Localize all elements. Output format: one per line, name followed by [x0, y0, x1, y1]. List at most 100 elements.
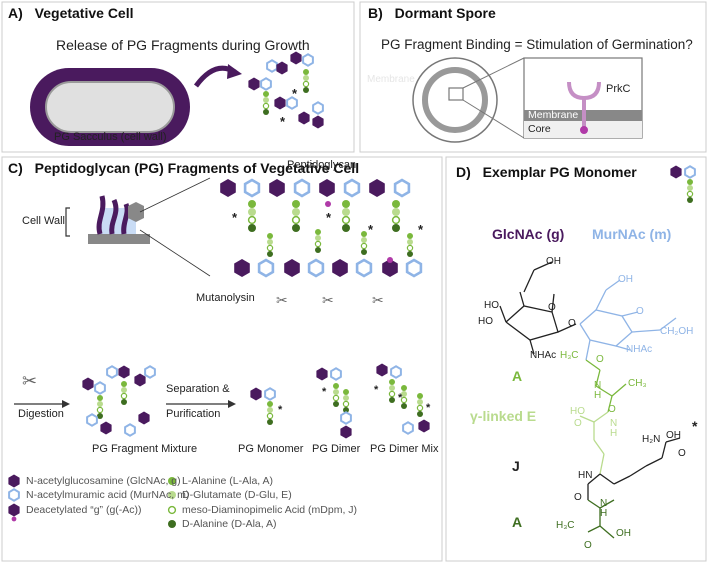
star-marker: *: [426, 402, 431, 414]
membrane-label: Membrane: [528, 109, 579, 121]
svg-text:✂: ✂: [372, 293, 384, 309]
panel-a-subtitle: Release of PG Fragments during Growth: [56, 37, 310, 53]
panel-c-heading: Peptidoglycan (PG) Fragments of Vegetati…: [34, 160, 360, 176]
atom-ch2oh: CH₂OH: [660, 326, 694, 337]
glcnac-label: GlcNAc (g): [492, 226, 565, 242]
legend-l-alanine: L-Alanine (L-Ala, A): [182, 475, 274, 487]
residue-a2-label: A: [512, 514, 523, 530]
legend-deacetylated: Deacetylated “g” (g(-Ac)): [26, 504, 142, 516]
residue-e-label: γ-linked E: [470, 408, 537, 424]
panel-c-border: [1, 156, 443, 562]
murnac-label: MurNAc (m): [592, 226, 672, 242]
atom-h2: H: [610, 428, 618, 439]
atom-ho-e: HO: [570, 406, 585, 417]
pg-monomer-label: PG Monomer: [238, 443, 304, 455]
star-marker: *: [278, 404, 283, 416]
star-marker: *: [374, 384, 379, 396]
legend-glcnac: N-acetylglucosamine (GlcNAc, g): [26, 475, 181, 487]
star-marker: *: [292, 86, 298, 101]
atom-nh3: N: [600, 498, 608, 509]
peptidoglycan-mesh: [220, 178, 423, 278]
star-marker: *: [280, 114, 286, 129]
pg-dimer-mix-glyph: [376, 363, 430, 435]
atom-o-j: O: [678, 448, 686, 459]
legend-murnac: N-acetylmuramic acid (MurNAc, m): [26, 489, 190, 501]
panel-b-border: [359, 1, 707, 153]
fragment-mixture-label: PG Fragment Mixture: [92, 443, 198, 455]
atom-h1: H: [594, 390, 602, 401]
atom-o-link: O: [568, 318, 576, 329]
core-label: Core: [528, 123, 551, 135]
star-marker: *: [326, 210, 332, 225]
atom-ch3: CH₃: [628, 378, 647, 389]
faded-membrane-text: Membrane: [367, 74, 415, 85]
digestion-label: Digestion: [18, 408, 64, 420]
dormant-spore: [412, 57, 643, 143]
residue-j-label: J: [512, 458, 520, 474]
panel-d-border: [445, 156, 707, 562]
pg-dimer-label: PG Dimer: [312, 443, 361, 455]
panel-d-title: D) Exemplar PG Monomer: [456, 164, 637, 180]
atom-o1: O: [596, 354, 604, 365]
svg-text:✂: ✂: [322, 293, 334, 309]
pg-sacculus-label: PG Sacculus (cell wall): [54, 131, 167, 143]
residue-a1-label: A: [512, 368, 523, 384]
atom-oh2: OH: [618, 274, 633, 285]
scissors-icons: ✂ ✂ ✂ ✂: [22, 293, 384, 392]
cell-wall-label: Cell Wall: [22, 215, 65, 227]
star-marker: *: [322, 386, 327, 398]
panel-a-title: A) Vegetative Cell: [8, 5, 134, 21]
separation-label: Separation &: [166, 383, 230, 395]
star-marker: *: [232, 210, 238, 225]
star-marker: *: [418, 222, 424, 237]
legend-glyphs: [8, 474, 177, 528]
peptidoglycan-label: Peptidoglycan: [287, 159, 357, 171]
atom-hn1: HN: [578, 470, 593, 481]
svg-text:✂: ✂: [276, 293, 288, 309]
atom-nh2: N: [610, 418, 618, 429]
atom-nhac1: NHAc: [530, 350, 557, 361]
atom-ho2: HO: [478, 316, 493, 327]
atom-ho1: HO: [484, 300, 499, 311]
atom-oh-a: OH: [616, 528, 631, 539]
fragment-mixture: [82, 365, 156, 437]
atom-o-e: O: [574, 418, 582, 429]
atom-nh1: N: [594, 380, 602, 391]
panel-a-heading: Vegetative Cell: [34, 5, 134, 21]
panel-c-title: C) Peptidoglycan (PG) Fragments of Veget…: [8, 160, 359, 176]
star-marker: *: [692, 418, 698, 434]
pg-monomer-glyph: [250, 387, 276, 426]
pg-monomer-corner-icon: [670, 165, 696, 204]
atom-h3: H: [600, 508, 608, 519]
panel-b-heading: Dormant Spore: [394, 5, 496, 21]
svg-text:✂: ✂: [22, 371, 37, 392]
mutanolysin-label: Mutanolysin: [196, 292, 255, 304]
atom-o-a2: O: [584, 540, 592, 551]
atom-o-ring1: O: [548, 302, 556, 313]
legend-mdpm: meso-Diaminopimelic Acid (mDpm, J): [182, 504, 358, 516]
atom-o-j2: O: [574, 492, 582, 503]
vegetative-cell: [30, 68, 190, 146]
panel-b-title: B) Dormant Spore: [368, 5, 496, 21]
panel-a-label: A): [8, 5, 23, 21]
released-fragments: [248, 51, 324, 129]
atom-h2n: H₂N: [642, 434, 661, 445]
atom-oh1: OH: [546, 256, 561, 267]
legend-d-alanine: D-Alanine (D-Ala, A): [182, 518, 277, 530]
prkc-label: PrkC: [606, 83, 631, 95]
atom-h3c1: H₃C: [560, 350, 579, 361]
atom-o2: O: [608, 404, 616, 415]
panel-d-label: D): [456, 164, 471, 180]
panel-b-label: B): [368, 5, 383, 21]
star-marker: *: [398, 392, 403, 404]
star-marker: *: [368, 222, 374, 237]
panel-d-heading: Exemplar PG Monomer: [482, 164, 637, 180]
chemical-structure: [499, 261, 681, 539]
atom-nhac2: NHAc: [626, 344, 653, 355]
pg-dimer-glyph: [316, 367, 352, 439]
purification-label: Purification: [166, 408, 221, 420]
pg-dimer-mix-label: PG Dimer Mix: [370, 443, 439, 455]
atom-oh-j: OH: [666, 430, 681, 441]
panel-a-border: [1, 1, 355, 153]
